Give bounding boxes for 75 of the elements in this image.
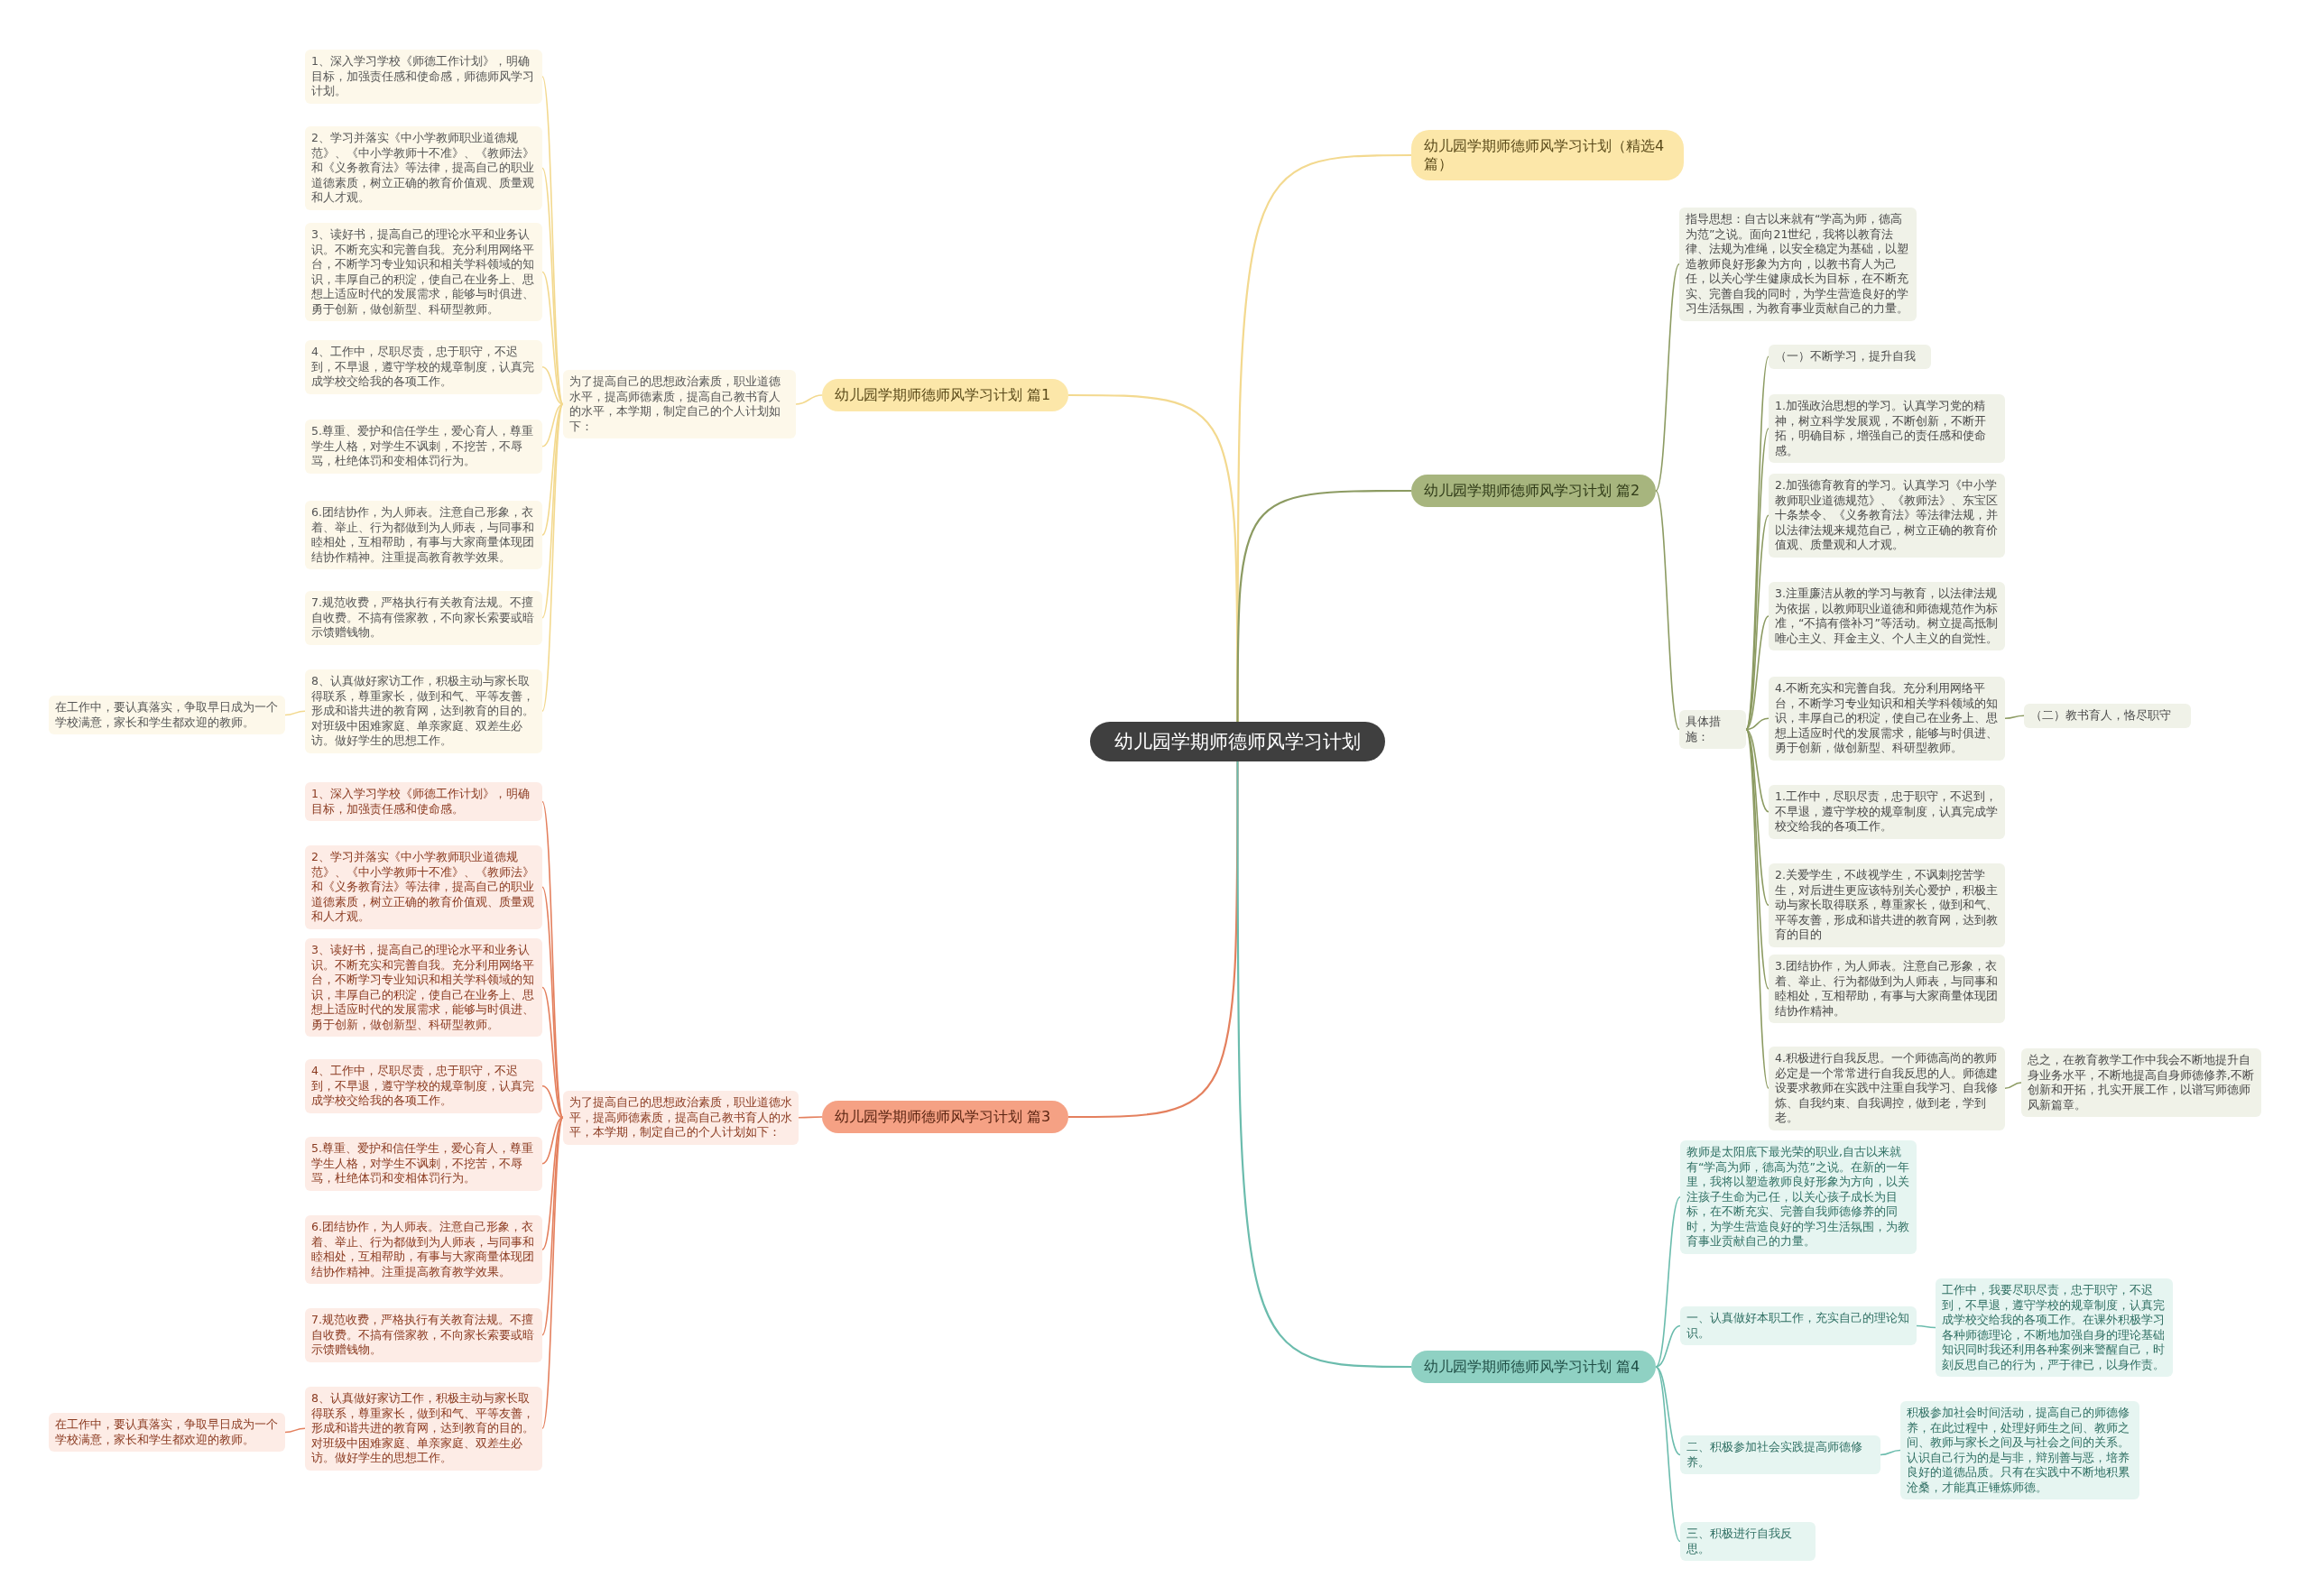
note-box: 为了提高自己的思想政治素质，职业道德水平，提高师德素质，提高自己教书育人的水平，本学期，制定自己的个人计划如下： (563, 1091, 799, 1145)
note-box: 1、深入学习学校《师德工作计划》，明确目标，加强责任感和使命感，师德师风学习计划。 (305, 50, 542, 104)
note-box: 5.尊重、爱护和信任学生，爱心育人，尊重学生人格，对学生不讽刺，不挖苦，不辱骂，杜绝体罚和变相体罚行为。 (305, 420, 542, 474)
note-box: 1.加强政治思想的学习。认真学习党的精神，树立科学发展观，不断创新，不断开拓，明确目标，增强自己的责任感和使命感。 (1769, 394, 2005, 463)
connector (798, 1116, 823, 1119)
connector (541, 800, 564, 1119)
note-box: 具体措施： (1679, 710, 1746, 749)
note-box: 8、认真做好家访工作，积极主动与家长取得联系，尊重家长，做到和气、平等友善，形成和谐共进的教育网，达到教育的目的。对班级中困难家庭、单亲家庭、双差生必访。做好学生的思想工作。 (305, 1387, 542, 1471)
note-box: （二）教书育人，恪尽职守 (2024, 704, 2191, 728)
note-box: 3.注重廉洁从教的学习与教育，以法律法规为依据，以教师职业道德和师德规范作为标准，“不搞有偿补习”等活动。树立提高抵制唯心主义、拜金主义、个人主义的自觉性。 (1769, 582, 2005, 650)
connector (2004, 715, 2025, 720)
note-box: 4、工作中，尽职尽责，忠于职守，不迟到，不早退，遵守学校的规章制度，认真完成学校交给我的各项工作。 (305, 1059, 542, 1113)
connector (541, 271, 564, 405)
note-box: 4、工作中，尽职尽责，忠于职守，不迟到，不早退，遵守学校的规章制度，认真完成学校交给我的各项工作。 (305, 340, 542, 394)
note-box: 在工作中，要认真落实，争取早日成为一个学校满意，家长和学生都欢迎的教师。 (49, 696, 285, 734)
connector (1655, 490, 1680, 731)
connector (1745, 728, 1769, 907)
central-topic: 幼儿园学期师德师风学习计划 (1090, 722, 1385, 761)
note-box: 2.关爱学生，不歧视学生，不讽刺挖苦学生，对后进生更应该特别关心爱护，积极主动与家长取得联系，尊重家长，做到和气、平等友善，形成和谐共进的教育网，达到教育的目的 (1769, 863, 2005, 947)
connector (2004, 1082, 2022, 1090)
branch-topic: 幼儿园学期师德师风学习计划（精选4篇） (1411, 130, 1684, 180)
note-box: 3、读好书，提高自己的理论水平和业务认识。不断充实和完善自我。充分利用网络平台，不断学习专业知识和相关学科领域的知识，丰厚自己的积淀，使自己在业务上、思想上适应时代的发展需求，能够与时俱进、勇于创新，做创新型、科研型教师。 (305, 938, 542, 1037)
connector (541, 986, 564, 1119)
note-box: 4.积极进行自我反思。一个师德高尚的教师必定是一个常常进行自我反思的人。师德建设要求教师在实践中注重自我学习、自我修炼、自我约束、自我调控，做到老，学到老。 (1769, 1047, 2005, 1130)
branch-topic: 幼儿园学期师德师风学习计划 篇4 (1411, 1351, 1656, 1383)
note-box: 2.加强德育教育的学习。认真学习《中小学教师职业道德规范》、《教师法》、东宝区十条禁令、《义务教育法》等法律法规，并以法律法规来规范自己，树立正确的教育价值观、质量观和人才观。 (1769, 474, 2005, 558)
note-box: 工作中，我要尽职尽责，忠于职守，不迟到，不早退，遵守学校的规章制度，认真完成学校交给我的各项工作。在课外积极学习各种师德理论，不断地加强自身的理论基础知识同时我还利用各种案例来警醒自己，时刻反思自己的行为，严于律已，以身作责。 (1936, 1278, 2173, 1377)
note-box: 在工作中，要认真落实，争取早日成为一个学校满意，家长和学生都欢迎的教师。 (49, 1413, 285, 1452)
connector (1655, 263, 1680, 492)
note-box: 积极参加社会时间活动，提高自己的师德修养，在此过程中，处理好师生之间、教师之间、教师与家长之间及与社会之间的关系。认识自己行为的是与非，辩别善与恶，培养良好的道德品质。只有在实践中不断地积累沧桑，才能真正锤炼师德。 (1900, 1401, 2139, 1499)
connector (1745, 717, 1769, 731)
note-box: 6.团结协作，为人师表。注意自己形象，衣着、举止、行为都做到为人师表，与同事和睦相处，互相帮助，有事与大家商量体现团结协作精神。注重提高教育教学效果。 (305, 1215, 542, 1284)
connector (541, 1084, 564, 1119)
connector (541, 403, 564, 447)
connector (1655, 1366, 1681, 1543)
note-box: 7.规范收费，严格执行有关教育法规。不擅自收费。不搞有偿家教，不向家长索要或暗示馈赠钱物。 (305, 591, 542, 645)
connector (541, 1116, 564, 1250)
note-box: 指导思想：自古以来就有“学高为师，德高为范”之说。面向21世纪，我将以教育法律、法规为准绳，以安全稳定为基础，以塑造教师良好形象为方向，以教书育人为己任，以关心学生健康成长为目标，在不断充实、完善自我的同时，为学生营造良好的学习生活氛围，为教育事业贡献自己的力量。 (1679, 208, 1917, 321)
note-box: 5.尊重、爱护和信任学生，爱心育人，尊重学生人格，对学生不讽刺，不挖苦，不辱骂，杜绝体罚和变相体罚行为。 (305, 1137, 542, 1191)
note-box: 8、认真做好家访工作，积极主动与家长取得联系，尊重家长，做到和气、平等友善，形成和谐共进的教育网，达到教育的目的。对班级中困难家庭、单亲家庭、双差生必访。做好学生的思想工作。 (305, 669, 542, 753)
note-box: 1、深入学习学校《师德工作计划》，明确目标，加强责任感和使命感。 (305, 782, 542, 821)
connector (284, 710, 306, 716)
connector (795, 394, 823, 405)
connector (1655, 1324, 1681, 1368)
note-box: 6.团结协作，为人师表。注意自己形象，衣着、举止、行为都做到为人师表，与同事和睦相处，互相帮助，有事与大家商量体现团结协作精神。注重提高教育教学效果。 (305, 501, 542, 569)
note-box: 一、认真做好本职工作，充实自己的理论知识。 (1680, 1306, 1917, 1345)
note-box: 三、积极进行自我反思。 (1680, 1522, 1816, 1561)
branch-topic: 幼儿园学期师德师风学习计划 篇1 (822, 379, 1068, 411)
note-box: 3.团结协作，为人师表。注意自己形象，衣着、举止、行为都做到为人师表，与同事和睦相处，互相帮助，有事与大家商量体现团结协作精神。 (1769, 955, 2005, 1023)
connector (1745, 615, 1769, 731)
note-box: 7.规范收费，严格执行有关教育法规。不擅自收费。不搞有偿家教，不向家长索要或暗示馈赠钱物。 (305, 1308, 542, 1362)
connector (1236, 761, 1411, 1369)
note-box: 教师是太阳底下最光荣的职业,自古以来就有“学高为师，德高为范”之说。在新的一年里，我将以塑造教师良好形象为方向，以关注孩子生命为己任，以关心孩子成长为目标，在不断充实、完善自我师德修养的同时，为学生营造良好的学习生活氛围，为教育事业贡献自己的力量。 (1680, 1140, 1917, 1254)
note-box: 3、读好书，提高自己的理论水平和业务认识。不断充实和完善自我。充分利用网络平台，不断学习专业知识和相关学科领域的知识，丰厚自己的积淀，使自己在业务上、思想上适应时代的发展需求，能够与时俱进、勇于创新，做创新型、科研型教师。 (305, 223, 542, 321)
connector (1655, 1195, 1681, 1368)
connector (541, 403, 564, 713)
note-box: 2、学习并落实《中小学教师职业道德规范》、《中小学教师十不准》、《教师法》和《义务教育法》等法律，提高自己的职业道德素质，树立正确的教育价值观、质量观和人才观。 (305, 126, 542, 210)
note-box: 2、学习并落实《中小学教师职业道德规范》、《中小学教师十不准》、《教师法》和《义务教育法》等法律，提高自己的职业道德素质，树立正确的教育价值观、质量观和人才观。 (305, 845, 542, 929)
connector (1236, 489, 1411, 722)
connector (1745, 728, 1769, 813)
note-box: 1.工作中，尽职尽责，忠于职守，不迟到，不早退，遵守学校的规章制度，认真完成学校交给我的各项工作。 (1769, 785, 2005, 839)
connector (1880, 1449, 1901, 1456)
connector (541, 365, 564, 405)
connector (541, 403, 564, 536)
connector (1916, 1324, 1936, 1329)
connector (541, 1116, 564, 1165)
branch-topic: 幼儿园学期师德师风学习计划 篇2 (1411, 475, 1656, 507)
connector (1655, 1366, 1681, 1456)
note-box: 为了提高自己的思想政治素质，职业道德水平，提高师德素质，提高自己教书育人的水平，本学期，制定自己的个人计划如下： (563, 370, 796, 438)
note-box: 二、积极参加社会实践提高师德修养。 (1680, 1435, 1880, 1474)
note-box: 总之，在教育教学工作中我会不断地提升自身业务水平，不断地提高自身师德修养,不断创新和开拓，扎实开展工作，以谱写师德师风新篇章。 (2021, 1048, 2261, 1117)
note-box: （一）不断学习，提升自我 (1769, 345, 1931, 369)
note-box: 4.不断充实和完善自我。充分利用网络平台，不断学习专业知识和相关学科领域的知识，丰厚自己的积淀，使自己在业务上、思想上适应时代的发展需求，能够与时俱进、勇于创新，做创新型、科研型教师。 (1769, 677, 2005, 761)
branch-topic: 幼儿园学期师德师风学习计划 篇3 (822, 1101, 1068, 1133)
connector (284, 1427, 306, 1434)
